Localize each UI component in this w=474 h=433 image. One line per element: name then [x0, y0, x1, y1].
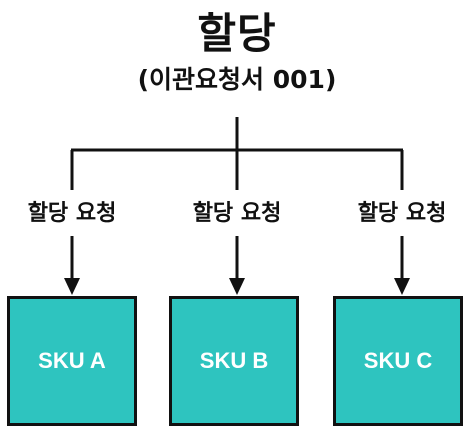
- diagram-title: 할당: [197, 9, 277, 58]
- branch-label-a: 할당 요청: [27, 201, 117, 226]
- arrowhead-right: [394, 278, 410, 295]
- arrowhead-left: [64, 278, 80, 295]
- sku-box-c: SKU C: [333, 296, 463, 426]
- branch-label-b: 할당 요청: [192, 201, 282, 226]
- sku-box-a: SKU A: [7, 296, 137, 426]
- sku-label-b: SKU B: [199, 348, 269, 373]
- branch-label-c: 할당 요청: [357, 201, 447, 226]
- arrowhead-center: [229, 278, 245, 295]
- diagram-subtitle: (이관요청서 001): [137, 65, 337, 94]
- sku-box-b: SKU B: [169, 296, 299, 426]
- sku-label-c: SKU C: [363, 348, 433, 373]
- sku-label-a: SKU A: [38, 348, 106, 373]
